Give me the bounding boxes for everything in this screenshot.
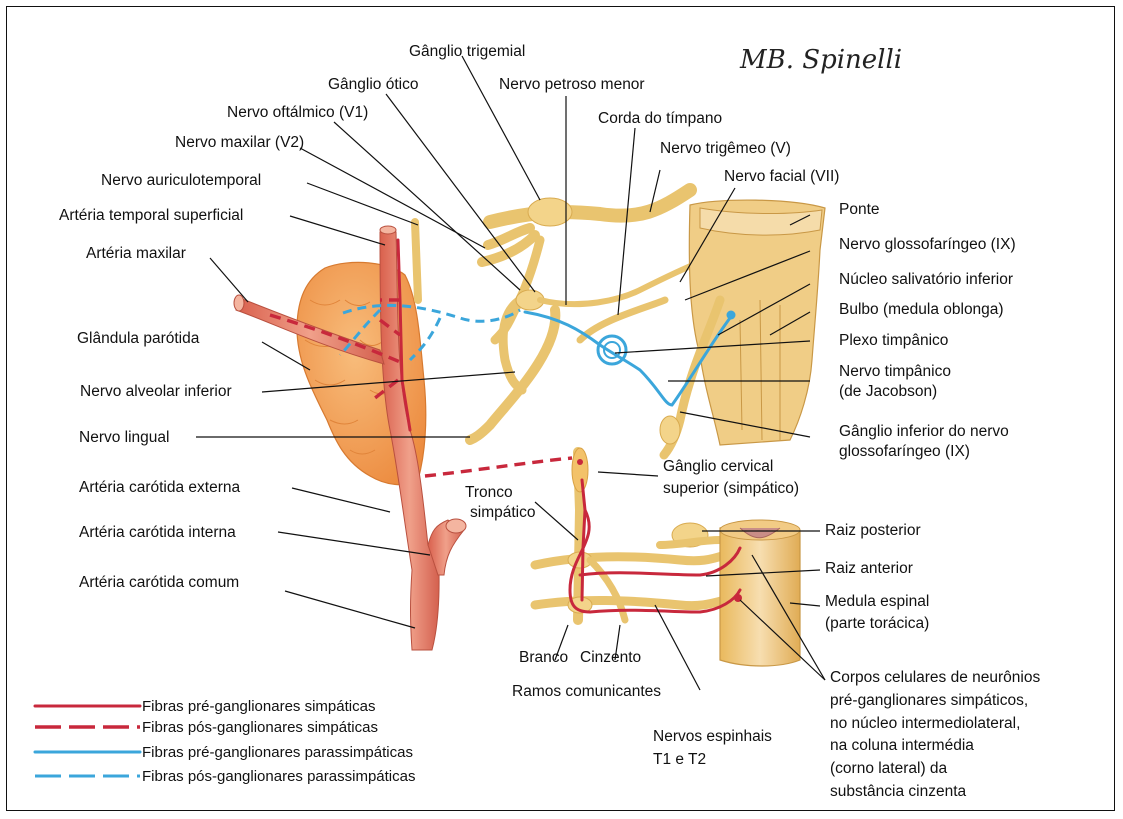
labels: Gânglio trigemial Gânglio ótico Nervo pe…: [59, 43, 1040, 800]
label-corpos-celulares-6: substância cinzenta: [830, 783, 967, 800]
brainstem: [660, 200, 825, 455]
spinal-cord: [720, 520, 800, 666]
label-raiz-anterior: Raiz anterior: [825, 560, 913, 577]
label-tronco-simpatico-2: simpático: [470, 504, 535, 521]
label-nervo-maxilar: Nervo maxilar (V2): [175, 134, 304, 151]
label-medula-espinal-2: (parte torácica): [825, 615, 929, 632]
label-corpos-celulares-1: Corpos celulares de neurônios: [830, 669, 1040, 686]
label-nervo-auriculotemporal: Nervo auriculotemporal: [101, 172, 261, 189]
label-raiz-posterior: Raiz posterior: [825, 522, 921, 539]
label-ponte: Ponte: [839, 201, 880, 218]
label-ganglio-inferior-1: Gânglio inferior do nervo: [839, 423, 1009, 440]
label-corpos-celulares-3: no núcleo intermediolateral,: [830, 715, 1020, 732]
label-ganglio-cervical-2: superior (simpático): [663, 480, 799, 497]
label-nervo-alveolar-inferior: Nervo alveolar inferior: [80, 383, 232, 400]
label-nervo-timpanico-2: (de Jacobson): [839, 383, 937, 400]
signature: MB. Spinelli: [739, 45, 902, 75]
label-nervo-lingual: Nervo lingual: [79, 429, 169, 446]
label-nervos-espinhais-1: Nervos espinhais: [653, 728, 772, 745]
label-nervo-glossofaringeo: Nervo glossofaríngeo (IX): [839, 236, 1016, 253]
label-tronco-simpatico-1: Tronco: [465, 484, 513, 501]
cranial-nerves: [415, 190, 700, 440]
label-bulbo: Bulbo (medula oblonga): [839, 301, 1004, 318]
label-corda-do-timpano: Corda do tímpano: [598, 110, 722, 127]
legend-label-pos-parassimpaticas: Fibras pós-ganglionares parassimpáticas: [142, 768, 415, 785]
label-arteria-carotida-comum: Artéria carótida comum: [79, 574, 239, 591]
label-arteria-maxilar: Artéria maxilar: [86, 245, 186, 262]
label-nervo-petroso-menor: Nervo petroso menor: [499, 76, 645, 93]
label-branco: Branco: [519, 649, 568, 666]
label-nervo-trigemeo: Nervo trigêmeo (V): [660, 140, 791, 157]
label-ganglio-cervical-1: Gânglio cervical: [663, 458, 773, 475]
label-nervo-timpanico-1: Nervo timpânico: [839, 363, 951, 380]
label-ganglio-trigemial: Gânglio trigemial: [409, 43, 525, 60]
label-plexo-timpanico: Plexo timpânico: [839, 332, 948, 349]
label-corpos-celulares-4: na coluna intermédia: [830, 737, 974, 754]
label-nervos-espinhais-2: T1 e T2: [653, 751, 706, 768]
label-nervo-facial: Nervo facial (VII): [724, 168, 839, 185]
label-medula-espinal-1: Medula espinal: [825, 593, 929, 610]
label-arteria-carotida-externa: Artéria carótida externa: [79, 479, 240, 496]
label-ganglio-inferior-2: glossofaríngeo (IX): [839, 443, 970, 460]
label-nervo-oftalmico: Nervo oftálmico (V1): [227, 104, 368, 121]
legend-label-pos-simpaticas: Fibras pós-ganglionares simpáticas: [142, 719, 378, 736]
label-ramos-comunicantes: Ramos comunicantes: [512, 683, 661, 700]
label-corpos-celulares-5: (corno lateral) da: [830, 760, 948, 777]
legend-label-pre-simpaticas: Fibras pré-ganglionares simpáticas: [142, 698, 375, 715]
legend-label-pre-parassimpaticas: Fibras pré-ganglionares parassimpáticas: [142, 744, 413, 761]
label-arteria-carotida-interna: Artéria carótida interna: [79, 524, 236, 541]
legend: Fibras pré-ganglionares simpáticas Fibra…: [35, 698, 415, 785]
label-corpos-celulares-2: pré-ganglionares simpáticos,: [830, 692, 1028, 709]
label-arteria-temporal-superficial: Artéria temporal superficial: [59, 207, 243, 224]
label-nucleo-salivatorio: Núcleo salivatório inferior: [839, 271, 1013, 288]
label-glandula-parotida: Glândula parótida: [77, 330, 200, 347]
label-cinzento: Cinzento: [580, 649, 641, 666]
label-ganglio-otico: Gânglio ótico: [328, 76, 418, 93]
